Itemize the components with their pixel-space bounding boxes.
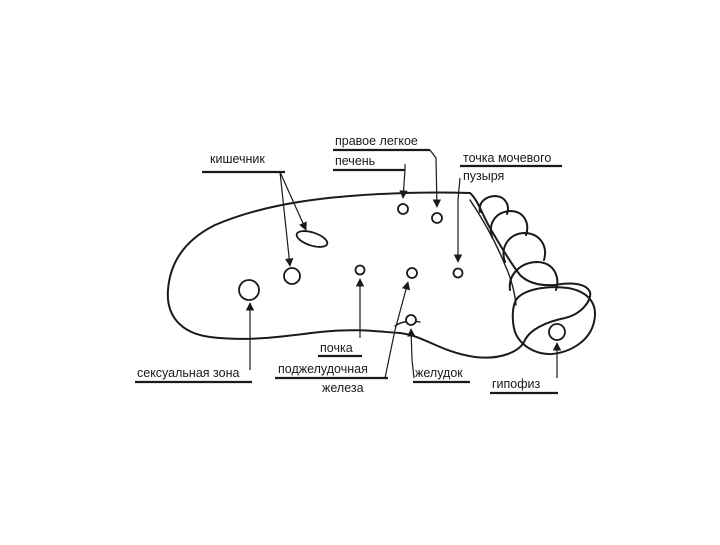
- stomach-arrow: [407, 328, 416, 379]
- toe-3: [502, 232, 546, 263]
- foot-sole-outline: [166, 191, 592, 359]
- bladder-arrow: [453, 177, 463, 263]
- label-kidney: почка: [320, 341, 353, 355]
- right-lung-point: [397, 203, 409, 215]
- stomach-point: [405, 314, 417, 326]
- liver-point: [431, 212, 443, 224]
- leader-lines: [245, 149, 562, 379]
- sexual-zone-point: [238, 279, 260, 301]
- label-liver: печень: [335, 154, 375, 168]
- toe-5: [478, 195, 509, 215]
- label-underlines: [135, 148, 562, 395]
- intestine-arrow-lower: [279, 171, 294, 267]
- labels: кишечник правое легкое печень точка моче…: [137, 134, 551, 395]
- label-intestine: кишечник: [210, 152, 265, 166]
- toe-2: [508, 261, 559, 291]
- intestine-point-lower: [283, 267, 301, 285]
- foot-outline: [166, 191, 596, 359]
- pancreas-arrow: [384, 281, 411, 379]
- bladder-point: [452, 267, 464, 279]
- label-stomach: желудок: [415, 366, 463, 380]
- label-right-lung: правое легкое: [335, 134, 418, 148]
- pituitary-point: [548, 323, 566, 341]
- reflex-points: [238, 203, 566, 341]
- sole-crease: [469, 199, 517, 306]
- label-pancreas-line2: железа: [322, 381, 364, 395]
- intestine-point-upper: [295, 230, 329, 248]
- label-sexual-zone: сексуальная зона: [137, 366, 239, 380]
- toe-4: [490, 210, 529, 238]
- right-lung-arrow: [429, 149, 442, 208]
- label-bladder-line2: пузыря: [463, 169, 504, 183]
- big-toe: [511, 286, 596, 356]
- intestine-arrow-upper: [279, 171, 307, 231]
- label-pancreas-line1: поджелудочная: [278, 362, 368, 376]
- label-pituitary: гипофиз: [492, 377, 541, 391]
- label-bladder-line1: точка мочевого: [463, 151, 551, 165]
- pancreas-point: [406, 267, 418, 279]
- kidney-point: [354, 264, 366, 276]
